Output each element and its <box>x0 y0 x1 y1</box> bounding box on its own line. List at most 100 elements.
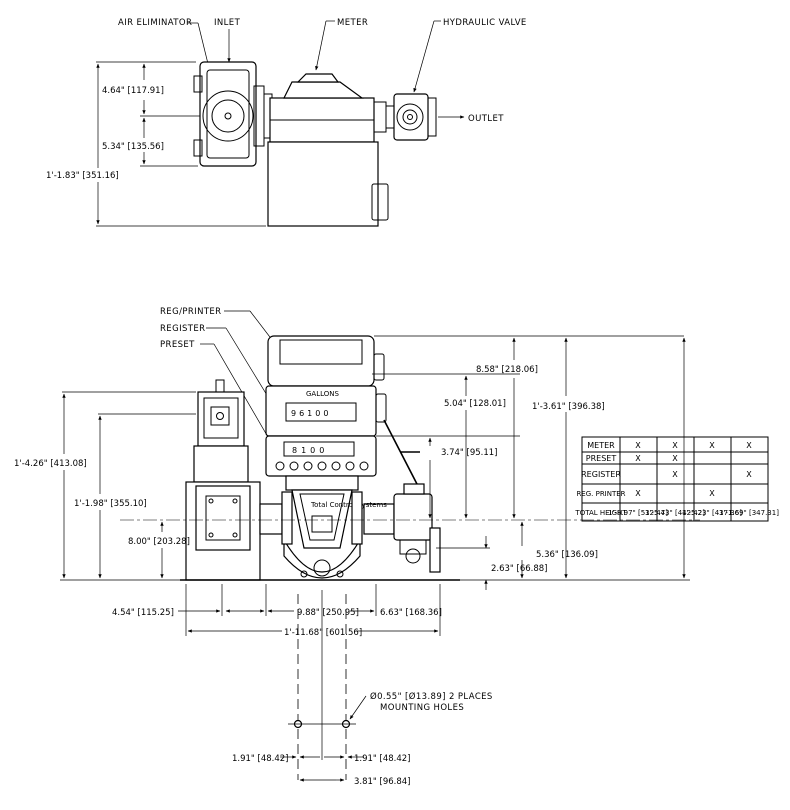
air-eliminator-inner <box>206 69 250 159</box>
row-label-total-height: TOTAL HEIGHT <box>574 509 627 517</box>
meter-inlet-flange <box>281 491 293 545</box>
outlet-pipe <box>363 503 395 535</box>
top-lower-dim: 5.34" [135.56] <box>102 142 164 152</box>
air-eliminator-lug-bottom <box>193 139 203 157</box>
cell-height-4: 1'-1.69" [347.31] <box>719 509 779 517</box>
meter-front-plate <box>291 489 353 549</box>
air-eliminator-port-hole <box>216 412 224 420</box>
meter-base-bowl <box>283 537 361 579</box>
register-display <box>285 402 357 422</box>
reg-printer-height-dim: 8.58" [218.06] <box>476 365 538 375</box>
preset-button-2[interactable] <box>289 461 299 471</box>
printer-knob <box>373 353 385 381</box>
air-eliminator-lug-top <box>193 75 203 93</box>
outlet-flange-front <box>429 527 441 573</box>
right-overall-dim: 1'-3.61" [396.38] <box>532 402 605 412</box>
meter-drain <box>313 559 331 577</box>
base-height-dim: 2.63" [66.88] <box>491 564 548 574</box>
preset-button-5[interactable] <box>331 461 341 471</box>
mount-dim-right: 1.91" [48.42] <box>354 754 411 764</box>
cell-register-4: X <box>746 470 752 479</box>
left-overall-dim: 1'-4.26" [413.08] <box>14 459 87 469</box>
meter-neck <box>285 475 359 491</box>
meter-dome <box>296 73 340 83</box>
printer-lid <box>279 339 363 365</box>
preset-button-6[interactable] <box>345 461 355 471</box>
bottom-left-dim: 4.54" [115.25] <box>112 608 174 618</box>
cell-preset-1: X <box>635 454 641 463</box>
table-border <box>581 436 769 522</box>
inlet-label: INLET <box>214 18 241 28</box>
inlet-height-dim: 8.00" [203.28] <box>128 537 190 547</box>
config-table: METER PRESET REGISTER REG. PRINTER TOTAL… <box>574 436 779 522</box>
valve-top-cap <box>403 483 425 495</box>
inlet-bolt-2 <box>232 498 238 504</box>
hydraulic-valve-stem <box>402 109 418 125</box>
air-eliminator-port <box>210 406 230 426</box>
outlet-flange-top <box>373 101 387 133</box>
air-eliminator-head <box>197 391 245 447</box>
valve-leader-2 <box>413 20 435 93</box>
row-label-register: REGISTER <box>581 470 621 479</box>
register-label: REGISTER <box>160 324 205 334</box>
inlet-bolt-3 <box>208 532 214 538</box>
inlet-flange-inner <box>205 495 241 541</box>
top-upper-dim: 4.64" [117.91] <box>102 86 164 96</box>
mounting-holes: Ø0.55" [Ø13.89] 2 PLACES MOUNTING HOLES … <box>232 691 492 787</box>
air-eliminator-neck <box>193 445 249 483</box>
valve-drain <box>405 548 421 564</box>
preset-button-1[interactable] <box>275 461 285 471</box>
preset-height-dim: 3.74" [95.11] <box>441 448 498 458</box>
hydraulic-valve-label: HYDRAULIC VALVE <box>443 18 527 28</box>
air-eliminator-label: AIR ELIMINATOR <box>118 18 192 28</box>
register-digits: 96100 <box>291 409 331 418</box>
cell-height-3: 1'-5.23" [437.36] <box>682 509 742 517</box>
inlet-pipe <box>259 503 283 535</box>
cell-meter-1: X <box>635 441 641 450</box>
cell-height-1: 1'-8.97" [532.47] <box>608 509 668 517</box>
preset-display <box>283 441 355 457</box>
valve-lower-section <box>399 539 427 555</box>
meter-cover <box>283 81 364 99</box>
meter-outlet-flange <box>351 491 363 545</box>
mounting-note-line2: MOUNTING HOLES <box>380 703 464 713</box>
mount-dim-total: 3.81" [96.84] <box>354 777 411 787</box>
front-view: REG/PRINTER REGISTER PRESET GALLONS <box>14 307 700 780</box>
air-eliminator-bowl <box>202 90 254 142</box>
row-label-meter: METER <box>587 441 615 450</box>
air-eliminator-body <box>199 61 257 167</box>
preset-button-3[interactable] <box>303 461 313 471</box>
valve-linkage-rod <box>383 419 419 487</box>
hydraulic-valve-center <box>407 114 413 120</box>
inlet-flange-face <box>195 485 251 551</box>
meter-front-plate-inner <box>299 493 345 541</box>
top-overall-dim: 1'-1.83" [351.16] <box>46 171 119 181</box>
meter-base-bolt-1 <box>300 570 308 578</box>
inlet-bolt-1 <box>208 498 214 504</box>
top-view: AIR ELIMINATOR INLET METER HYDRAULIC VAL… <box>46 18 527 227</box>
cell-meter-2: X <box>672 441 678 450</box>
meter-nameplate <box>311 515 333 533</box>
mounting-note-leader <box>349 695 367 720</box>
preset-label: PRESET <box>160 340 195 350</box>
preset-button-4[interactable] <box>317 461 327 471</box>
cell-meter-3: X <box>709 441 715 450</box>
air-eliminator-vent <box>215 379 225 393</box>
cell-height-2: 1'-5.43" [442.42] <box>645 509 705 517</box>
meter-label: METER <box>337 18 368 28</box>
gallons-label: GALLONS <box>306 390 340 398</box>
hydraulic-valve-flange <box>427 97 437 137</box>
register-knob <box>375 393 387 423</box>
cell-meter-4: X <box>746 441 752 450</box>
cell-preset-2: X <box>672 454 678 463</box>
cell-printer-3: X <box>709 489 715 498</box>
cell-register-2: X <box>672 470 678 479</box>
brand-label: Total Control Systems <box>310 501 387 509</box>
preset-button-7[interactable] <box>359 461 369 471</box>
mount-dim-left: 1.91" [48.42] <box>232 754 289 764</box>
overall-width-dim: 1'-11.68" [601.56] <box>284 628 362 638</box>
row-label-preset: PRESET <box>586 454 617 463</box>
bottom-right-dim: 6.63" [168.36] <box>380 608 442 618</box>
air-eliminator-bowl-inner <box>211 99 245 133</box>
